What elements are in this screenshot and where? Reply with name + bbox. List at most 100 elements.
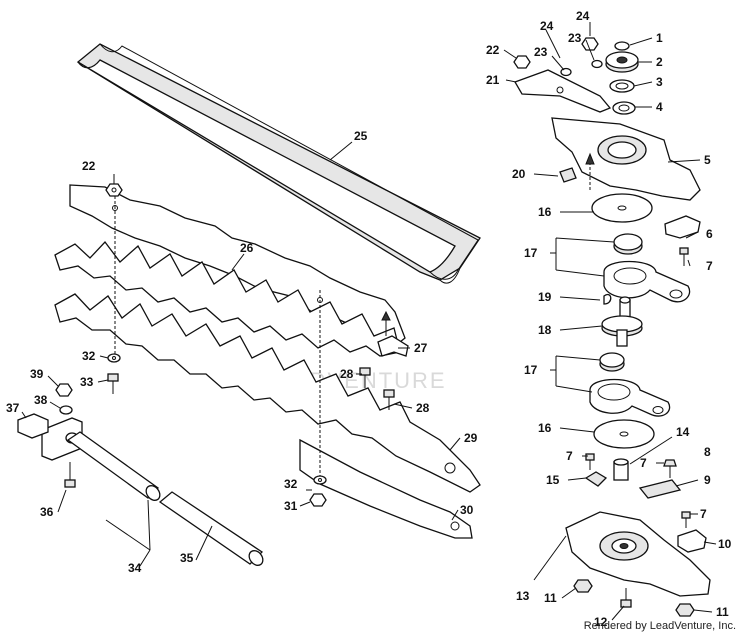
callout-32a: 32 — [82, 349, 96, 363]
fastener-bolt-28b — [383, 389, 395, 410]
callout-16a: 16 — [538, 205, 552, 219]
fastener-washer-38 — [59, 405, 73, 415]
callout-28a: 28 — [340, 367, 354, 381]
callout-36: 36 — [40, 505, 54, 519]
callout-6: 6 — [706, 227, 713, 241]
callout-5: 5 — [704, 153, 711, 167]
callout-24a: 24 — [540, 19, 554, 33]
connecting-rod-set-upper — [603, 233, 691, 303]
callout-18: 18 — [538, 323, 552, 337]
woodruff-key-part — [603, 293, 612, 305]
callout-10: 10 — [718, 537, 732, 551]
thrust-washer-part-16a — [591, 193, 653, 223]
callout-22a: 22 — [82, 159, 96, 173]
assembly-guide-lines — [114, 196, 321, 480]
callout-37: 37 — [6, 401, 20, 415]
callout-17a: 17 — [524, 246, 538, 260]
callout-26: 26 — [240, 241, 254, 255]
screw-part-7a — [679, 247, 689, 266]
callout-7c: 7 — [700, 507, 707, 521]
callout-13: 13 — [516, 589, 530, 603]
bolt-part-12 — [620, 588, 632, 608]
callout-29: 29 — [464, 431, 478, 445]
fastener-nut-22-right — [513, 55, 531, 69]
callout-30: 30 — [460, 503, 474, 517]
callout-24b: 24 — [576, 9, 590, 23]
callout-19: 19 — [538, 290, 552, 304]
callout-11a: 11 — [544, 591, 557, 605]
callout-11b: 11 — [716, 605, 729, 619]
cutter-blade-lower-part — [54, 293, 481, 493]
callout-23a: 23 — [534, 45, 548, 59]
plate-part-9 — [638, 479, 682, 499]
callout-28b: 28 — [416, 401, 430, 415]
blade-cover-part — [76, 43, 481, 284]
fastener-washer-32 — [107, 353, 121, 363]
callout-27: 27 — [414, 341, 428, 355]
callout-22b: 22 — [486, 43, 500, 57]
fastener-nut-24 — [581, 37, 599, 51]
callout-17b: 17 — [524, 363, 538, 377]
callout-32b: 32 — [284, 477, 298, 491]
fastener-nut-39 — [55, 383, 73, 397]
leader-lines — [21, 22, 717, 621]
callout-34: 34 — [128, 561, 142, 575]
callout-7b: 7 — [566, 449, 573, 463]
blade-clip-part — [377, 310, 409, 357]
fastener-washer-23b — [591, 59, 603, 69]
callout-4: 4 — [656, 100, 663, 114]
footer-credit: Rendered by LeadVenture, Inc. — [583, 620, 736, 632]
bracket-part-6 — [664, 215, 701, 239]
fastener-bolt-36 — [64, 462, 76, 488]
handle-bracket-part — [17, 413, 83, 461]
handle-tube-part — [66, 431, 161, 501]
callout-2: 2 — [656, 55, 663, 69]
callout-3: 3 — [656, 75, 663, 89]
callout-9: 9 — [704, 473, 711, 487]
callout-7a: 7 — [706, 259, 713, 273]
connecting-rod-set-lower — [589, 352, 671, 417]
retaining-ring-part — [614, 41, 630, 51]
fastener-bolt-33 — [107, 373, 119, 394]
callout-1: 1 — [656, 31, 663, 45]
screw-part-7b — [585, 453, 595, 470]
oil-seal-part — [612, 101, 636, 115]
callout-39: 39 — [30, 367, 44, 381]
block-part-10 — [677, 529, 707, 553]
lower-gear-case-part — [565, 511, 711, 597]
nut-part-11b — [675, 603, 695, 617]
fastener-nut-22-left — [105, 183, 123, 197]
spacer-block-part — [559, 167, 577, 183]
screw-part-8 — [663, 459, 677, 478]
nut-part-11a — [573, 579, 593, 593]
fastener-nut-31 — [309, 493, 327, 507]
callout-21: 21 — [486, 73, 500, 87]
handle-grip-part — [158, 491, 264, 566]
eccentric-shaft-part — [601, 296, 643, 347]
callout-7d: 7 — [640, 456, 647, 470]
callout-15: 15 — [546, 473, 560, 487]
thrust-washer-part-16b — [593, 419, 655, 449]
callout-8: 8 — [704, 445, 711, 459]
gearbox-plate-part — [514, 69, 612, 113]
gear-bearing-part — [609, 79, 635, 93]
drive-gear-part — [605, 51, 639, 73]
fastener-washer-32b — [313, 475, 327, 485]
callout-31: 31 — [284, 499, 298, 513]
callout-20: 20 — [512, 167, 526, 181]
pad-part-15 — [584, 471, 608, 487]
screw-part-7c — [681, 511, 691, 528]
fastener-washer-23a — [560, 67, 572, 77]
callout-25: 25 — [354, 129, 368, 143]
callout-33: 33 — [80, 375, 94, 389]
callout-14: 14 — [676, 425, 690, 439]
callout-16b: 16 — [538, 421, 552, 435]
callout-35: 35 — [180, 551, 194, 565]
gear-case-part — [551, 117, 701, 201]
bushing-part — [613, 458, 629, 481]
callout-38: 38 — [34, 393, 48, 407]
callout-23b: 23 — [568, 31, 582, 45]
fastener-bolt-28a — [359, 367, 371, 388]
callout-12: 12 — [594, 615, 608, 629]
